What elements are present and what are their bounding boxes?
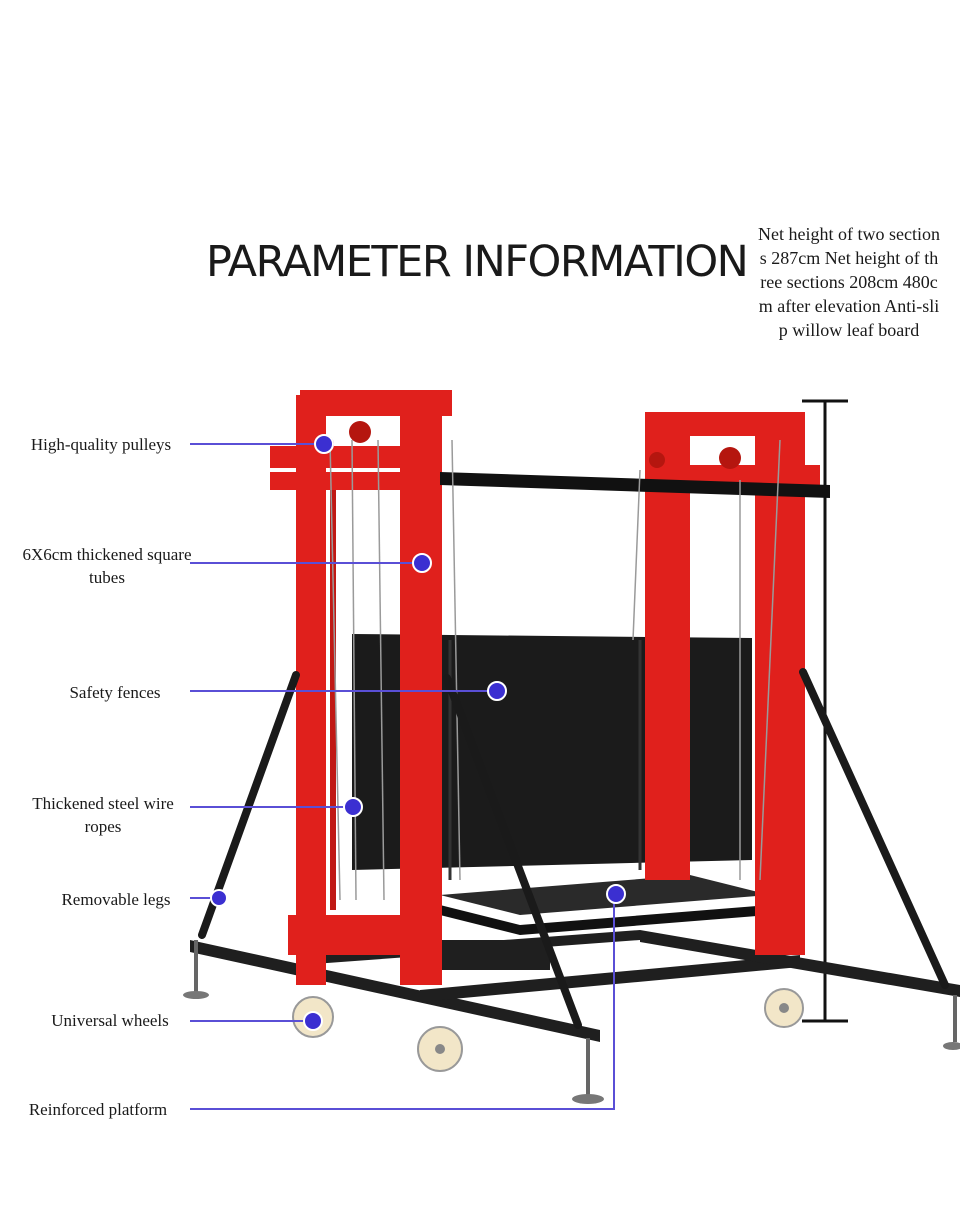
callout-wheels (190, 1011, 323, 1031)
right-tower (645, 412, 820, 955)
callout-pulleys (190, 434, 334, 454)
platform (440, 875, 770, 935)
callout-label-wire-ropes-text: Thickened steel wire ropes (32, 794, 174, 836)
callout-label-fences: Safety fences (69, 683, 161, 702)
callout-label-tubes: 6X6cm thickened square tubes (22, 543, 192, 589)
base-frame (190, 930, 960, 1042)
top-crossbar (440, 472, 830, 498)
callout-wire-ropes (190, 797, 363, 817)
page-title: PARAMETER INFORMATION (206, 237, 749, 287)
callout-label-pulleys: High-quality pulleys (30, 435, 172, 454)
callout-label-legs: Removable legs (61, 890, 171, 909)
callout-tubes (190, 553, 432, 573)
height-note: Net height of two sections 287cm Net hei… (758, 224, 940, 340)
leveling-feet (183, 940, 960, 1104)
callout-platform (190, 884, 626, 1110)
callout-label-wheels: Universal wheels (51, 1011, 169, 1030)
callout-fences (190, 681, 507, 701)
callout-label-wire-ropes: Thickened steel wire ropes (12, 792, 194, 838)
wire-ropes (329, 439, 781, 901)
callout-legs (190, 889, 228, 907)
callout-label-platform: Reinforced platform (28, 1100, 168, 1119)
callout-label-tubes-text: 6X6cm thickened square tubes (22, 545, 192, 587)
